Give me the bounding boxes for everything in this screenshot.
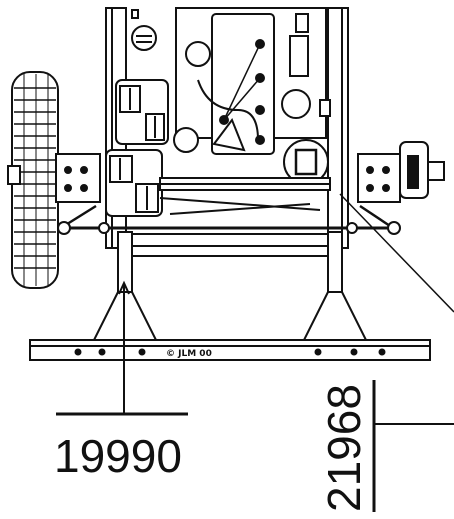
callout-19990-arrowhead bbox=[118, 280, 130, 295]
component-box-lower bbox=[105, 149, 163, 217]
callout-21968: 21968 bbox=[318, 193, 454, 512]
copyright-mark: © JLM 00 bbox=[166, 349, 212, 359]
part-ref-21968: 21968 bbox=[318, 384, 370, 512]
alternator bbox=[281, 89, 331, 185]
engine-top-details bbox=[131, 9, 309, 77]
component-box-upper bbox=[115, 79, 169, 145]
right-hub bbox=[399, 141, 445, 199]
callout-21968-leader bbox=[339, 193, 454, 313]
part-ref-19990: 19990 bbox=[54, 430, 182, 482]
left-wheel-hub bbox=[7, 165, 21, 185]
stand bbox=[29, 231, 431, 361]
callout-19990: 19990 bbox=[54, 280, 188, 482]
axle-suspension bbox=[55, 153, 401, 235]
